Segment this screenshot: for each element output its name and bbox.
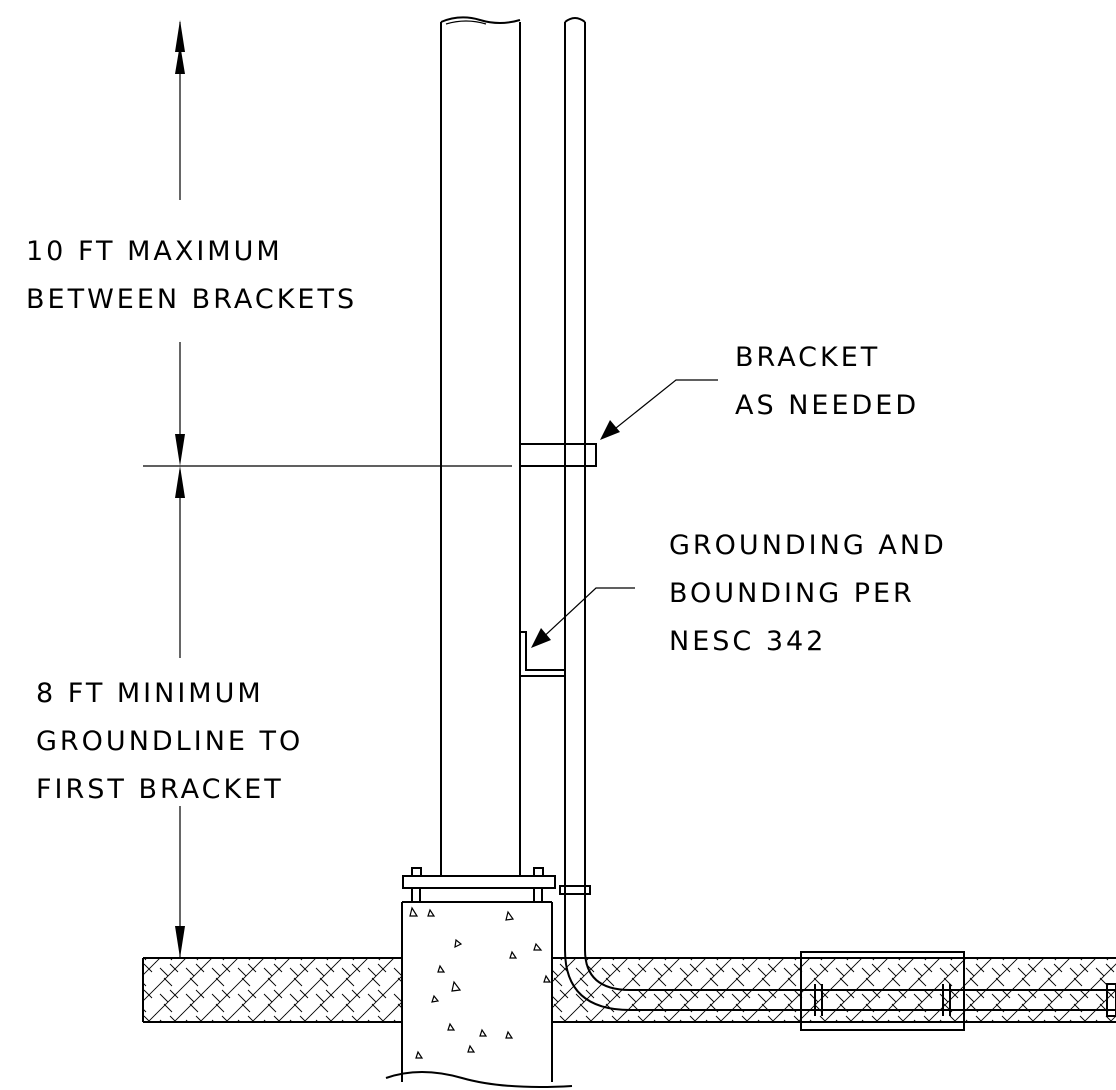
note-line: AS NEEDED xyxy=(735,390,920,421)
aggregate-marks xyxy=(409,906,552,1059)
leader-lines xyxy=(531,379,718,648)
note-line: FIRST BRACKET xyxy=(36,774,284,805)
pull-box xyxy=(800,951,1116,1031)
note-line: BETWEEN BRACKETS xyxy=(26,284,358,315)
note-line: 8 FT MINIMUM xyxy=(36,678,264,709)
grounding-clamp xyxy=(520,631,565,677)
concrete-foundation xyxy=(385,901,573,1090)
note-line: BRACKET xyxy=(735,342,881,373)
note-grounding: GROUNDING AND BOUNDING PER NESC 342 xyxy=(669,522,947,666)
note-groundline: 8 FT MINIMUM GROUNDLINE TO FIRST BRACKET xyxy=(36,670,303,814)
dimension-lines xyxy=(143,20,512,958)
upper-bracket xyxy=(519,443,597,467)
note-line: GROUNDLINE TO xyxy=(36,726,304,757)
note-line: 10 FT MAXIMUM xyxy=(26,236,283,267)
note-line: GROUNDING AND xyxy=(669,530,947,561)
note-line: NESC 342 xyxy=(669,626,827,657)
pole xyxy=(440,16,521,876)
note-line: BOUNDING PER xyxy=(669,578,915,609)
note-bracket: BRACKET AS NEEDED xyxy=(735,334,919,430)
note-spacing-max: 10 FT MAXIMUM BETWEEN BRACKETS xyxy=(26,228,357,324)
conduit xyxy=(559,17,1116,1011)
base-plate xyxy=(402,867,556,902)
